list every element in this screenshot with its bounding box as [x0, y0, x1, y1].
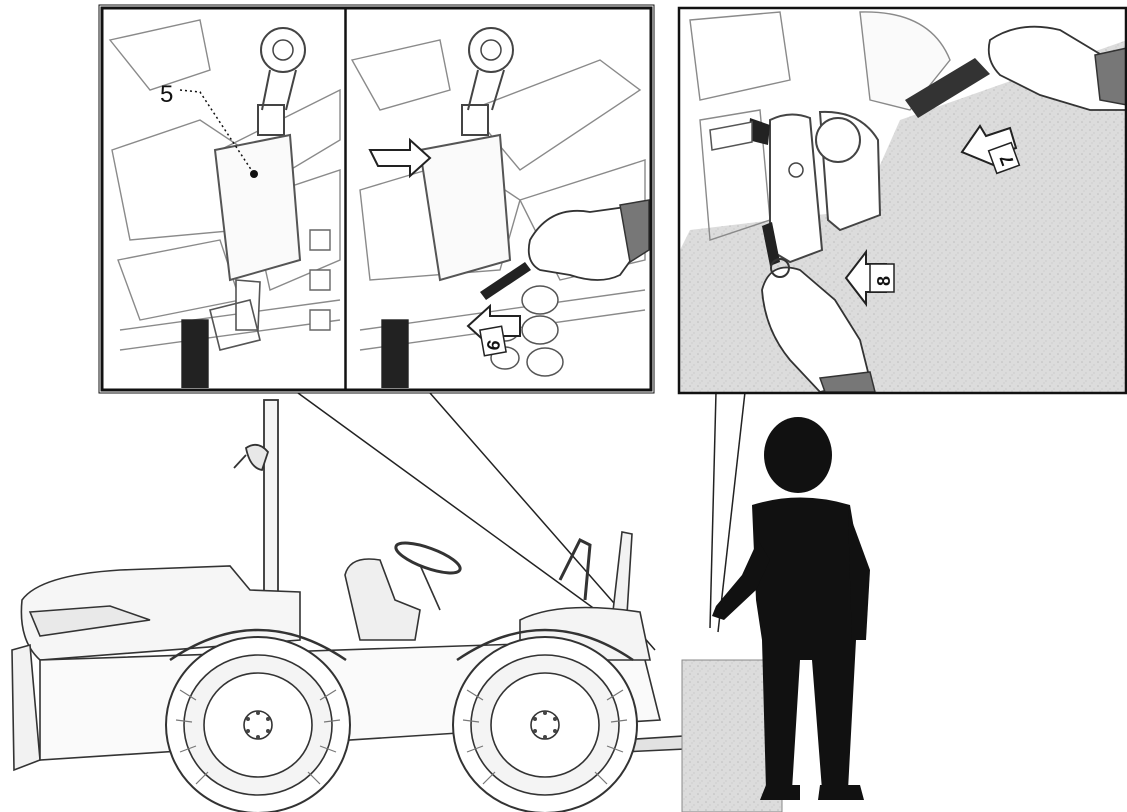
- seat: [345, 559, 420, 640]
- panel-c: 7 8: [680, 9, 1127, 392]
- step-8-label: 8: [874, 276, 894, 286]
- item-5-label: 5: [160, 81, 173, 108]
- panel-a: 5: [104, 10, 344, 390]
- front-wheel: [166, 637, 350, 812]
- roll-bar: [234, 400, 278, 600]
- steering-wheel: [393, 537, 464, 579]
- tractor: [12, 400, 706, 812]
- item-5-point: [250, 170, 258, 178]
- panel-b: 6: [347, 10, 649, 390]
- rear-wheel: [453, 637, 637, 812]
